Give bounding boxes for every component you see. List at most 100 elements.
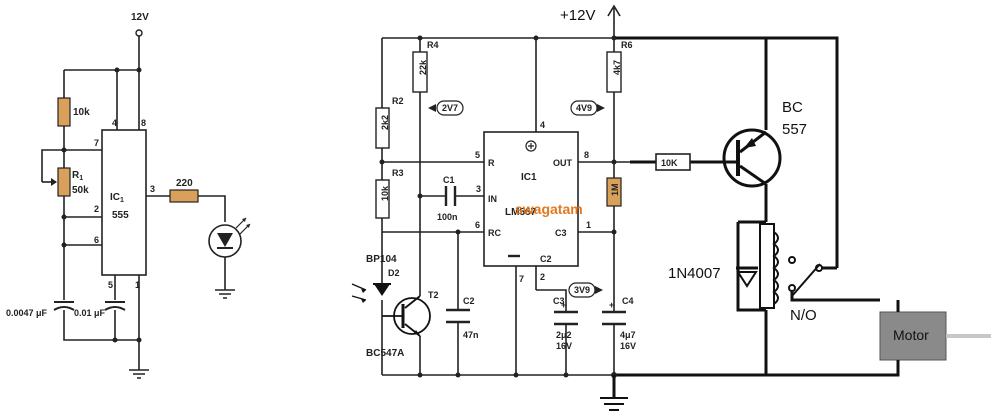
- svg-text:8: 8: [584, 150, 589, 160]
- svg-text:IN: IN: [488, 194, 497, 204]
- svg-text:OUT: OUT: [553, 158, 573, 168]
- svg-text:2: 2: [540, 272, 545, 282]
- pot-wiper-arrow: [51, 178, 57, 186]
- svg-text:4: 4: [112, 118, 117, 128]
- svg-text:+: +: [561, 300, 566, 310]
- resistor-1m: [606, 177, 622, 207]
- resistor-r3: [375, 179, 390, 219]
- ic-plus-icon: [525, 140, 537, 152]
- left-pot-r1: [57, 167, 71, 197]
- photodiode-light-rays: [351, 283, 367, 301]
- watermark: swagatam: [515, 201, 583, 217]
- ic-lm567: [483, 131, 579, 267]
- supply-arrow-icon: [607, 4, 621, 17]
- left-ground-2: [215, 289, 235, 299]
- relay-contact-no: [788, 284, 796, 292]
- svg-text:1: 1: [586, 220, 591, 230]
- svg-text:C4: C4: [622, 296, 634, 306]
- svg-text:C2: C2: [540, 254, 552, 264]
- left-ic-555: [101, 129, 147, 276]
- pnp-emitter-arrow-icon: [744, 138, 756, 148]
- pnp-label-1: BC: [782, 99, 803, 116]
- left-top-rail: [64, 36, 140, 130]
- svg-text:10K: 10K: [661, 158, 678, 168]
- svg-text:4V9: 4V9: [576, 103, 592, 113]
- transistor-label: BC547A: [366, 348, 404, 359]
- svg-text:R2: R2: [392, 96, 404, 106]
- svg-text:1: 1: [135, 280, 140, 290]
- contact-label: N/O: [790, 307, 817, 324]
- svg-text:6: 6: [94, 235, 99, 245]
- svg-text:R: R: [488, 158, 495, 168]
- motor-label: Motor: [893, 327, 929, 343]
- right-lm567-circuit: +12V 2k2 R2 10k R3 22k R4 2V7 C1 100n 3 …: [351, 4, 991, 411]
- resistor-r6: [606, 51, 622, 93]
- svg-text:47n: 47n: [463, 330, 479, 340]
- svg-text:2: 2: [94, 204, 99, 214]
- capacitor-c1: [444, 186, 457, 206]
- capacitor-c4: [602, 310, 626, 326]
- svg-text:R4: R4: [427, 40, 439, 50]
- left-555-circuit: 12V 10k R1 50k IC1 555 4 8 7 2 6 5 1 3: [6, 12, 251, 379]
- svg-text:2μ2: 2μ2: [556, 330, 572, 340]
- left-ground-1: [129, 369, 149, 379]
- svg-text:4μ7: 4μ7: [620, 330, 636, 340]
- relay-coil: [759, 223, 775, 309]
- svg-text:7: 7: [94, 138, 99, 148]
- left-r1-label: R1: [72, 170, 83, 182]
- diode-1n4007: [736, 271, 758, 288]
- svg-text:1M: 1M: [610, 183, 620, 196]
- svg-text:C3: C3: [553, 296, 565, 306]
- svg-text:220: 220: [176, 178, 193, 189]
- diode-label: 1N4007: [668, 265, 721, 282]
- svg-text:3: 3: [476, 184, 481, 194]
- voltage-tag-2v7: [436, 100, 464, 116]
- svg-text:T2: T2: [428, 290, 439, 300]
- svg-text:R3: R3: [392, 168, 404, 178]
- right-ground-symbol: [600, 397, 628, 411]
- right-supply-label: +12V: [560, 7, 595, 24]
- left-ic-part: 555: [112, 210, 129, 221]
- capacitor-c3: [554, 310, 578, 326]
- ic-lm567-name: IC1: [521, 172, 537, 183]
- svg-text:0.0047 μF: 0.0047 μF: [6, 308, 48, 318]
- svg-text:+: +: [609, 300, 614, 310]
- svg-text:C1: C1: [443, 175, 455, 185]
- left-r1-value: 50k: [72, 185, 89, 196]
- svg-text:3V9: 3V9: [574, 285, 590, 295]
- voltage-tag-3v9: [568, 282, 596, 298]
- left-r-220: [169, 189, 199, 203]
- svg-text:7: 7: [519, 274, 524, 284]
- pnp-label-2: 557: [782, 121, 807, 138]
- photodiode-bp104: [374, 284, 390, 296]
- svg-text:2k2: 2k2: [380, 115, 390, 130]
- svg-text:4: 4: [540, 120, 545, 130]
- resistor-r4: [412, 51, 428, 93]
- svg-text:RC: RC: [488, 228, 501, 238]
- resistor-r2: [375, 107, 390, 149]
- svg-text:R6: R6: [621, 40, 633, 50]
- ic-lm567-part: LM567: [505, 207, 537, 218]
- svg-text:16V: 16V: [620, 341, 636, 351]
- svg-text:6: 6: [475, 220, 480, 230]
- svg-text:4k7: 4k7: [612, 60, 622, 75]
- svg-text:8: 8: [141, 118, 146, 128]
- left-r-10k-value: 10k: [73, 107, 90, 118]
- left-supply-terminal: [135, 29, 143, 37]
- svg-text:C3: C3: [555, 228, 567, 238]
- left-cap-001: [104, 301, 126, 311]
- capacitor-c2-47n: [446, 308, 470, 324]
- relay-contact-nc: [788, 256, 796, 264]
- left-cap-0047: [53, 301, 75, 311]
- svg-text:3: 3: [150, 184, 155, 194]
- resistor-10k-base: [655, 153, 691, 171]
- svg-text:100n: 100n: [437, 212, 458, 222]
- svg-text:5: 5: [108, 280, 113, 290]
- svg-text:5: 5: [475, 150, 480, 160]
- svg-text:10k: 10k: [380, 185, 390, 201]
- svg-text:D2: D2: [388, 268, 400, 278]
- left-ic-name: IC1: [110, 192, 124, 204]
- svg-text:C2: C2: [463, 296, 475, 306]
- voltage-tag-4v9: [570, 100, 598, 116]
